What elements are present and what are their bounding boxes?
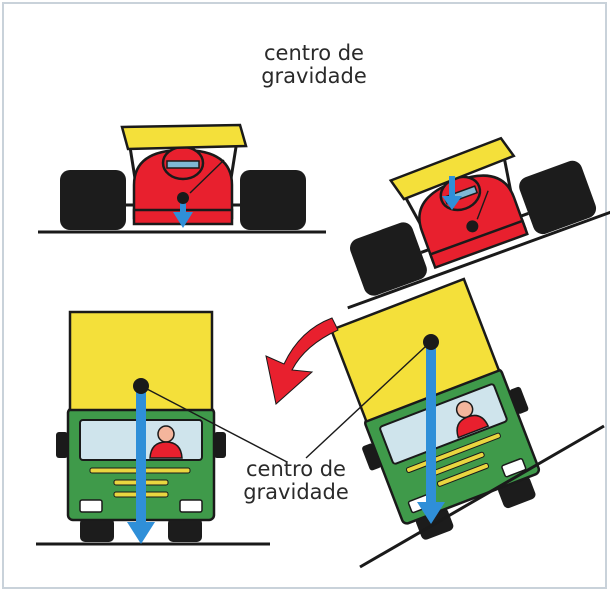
- tire-right: [519, 160, 597, 235]
- label-line: centro de: [264, 41, 364, 65]
- label-center-of-gravity-bottom: centro de gravidade: [226, 458, 366, 504]
- headlight-right: [179, 499, 203, 513]
- race-car-tilted: [347, 136, 610, 310]
- mirror-right: [214, 432, 226, 458]
- gravity-arrow-head: [127, 522, 155, 544]
- headlight-right: [501, 457, 527, 478]
- tire-left: [80, 518, 114, 542]
- gravity-arrow-head-tilted-truck: [417, 502, 445, 524]
- mirror-left: [362, 443, 381, 471]
- gravity-arrow-head-tilted-car: [442, 196, 462, 210]
- driver-head: [157, 425, 175, 443]
- tipping-direction-arrow: [265, 317, 339, 405]
- car-base: [428, 219, 529, 270]
- headlight-left: [79, 499, 103, 513]
- ground-line-truck-tilted: [359, 424, 605, 569]
- helmet-visor: [166, 160, 200, 169]
- pointer-line-car-tilted: [476, 190, 489, 220]
- pointer-line-truck: [146, 388, 288, 463]
- label-line: centro de: [246, 457, 346, 481]
- driver-body: [149, 441, 183, 459]
- label-center-of-gravity-top: centro de gravidade: [244, 42, 384, 88]
- truck-upright: [36, 310, 270, 546]
- windshield: [379, 383, 508, 465]
- tire-left: [60, 170, 126, 230]
- tire-right: [240, 170, 306, 230]
- rear-wing: [388, 136, 516, 201]
- driver-body: [456, 414, 490, 439]
- ground-line-car-tilted: [347, 207, 610, 310]
- grille-stripe-3: [436, 462, 489, 487]
- mirror-right: [509, 386, 529, 414]
- label-line: gravidade: [261, 64, 367, 88]
- center-of-gravity-dot: [177, 192, 189, 204]
- mirror-left: [56, 432, 68, 458]
- center-of-gravity-dot: [466, 220, 479, 233]
- tire-left: [350, 222, 427, 296]
- tire-right: [168, 518, 202, 542]
- pointer-line-truck-tilted: [305, 346, 426, 459]
- label-line: gravidade: [243, 480, 349, 504]
- center-of-gravity-dot-tilted-truck: [423, 334, 439, 350]
- rear-wing: [120, 123, 248, 151]
- gravity-arrow-head: [173, 212, 193, 228]
- center-of-gravity-dot: [133, 378, 149, 394]
- pointer-line-car: [189, 159, 225, 194]
- race-car-upright: [38, 123, 326, 234]
